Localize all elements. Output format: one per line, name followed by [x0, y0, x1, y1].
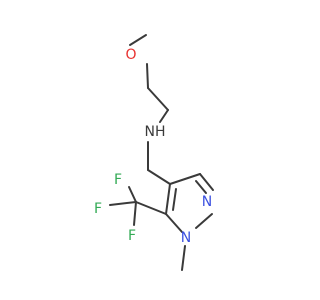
bond-n2-n1: [195, 213, 213, 229]
ring-n1-atom: N: [181, 230, 191, 246]
bond-c3-n2-double: [195, 180, 207, 194]
bond-c-f-top: [128, 186, 137, 203]
bond-n1-methyl: [181, 245, 186, 271]
molecule-diagram: O NH N N F F F: [94, 34, 214, 271]
structure-svg: O NH N N F F F: [94, 34, 214, 271]
bond-ch2-ch2: [147, 87, 169, 111]
bond-c3-n2: [199, 173, 214, 191]
bond-c5-c4-double: [172, 188, 177, 211]
ring-n2-atom: N: [202, 194, 212, 210]
bond-c5-cf3: [135, 201, 167, 215]
bond-ch2-nh: [159, 109, 169, 123]
bond-c4-c3: [169, 173, 201, 185]
bond-n1-c5: [165, 213, 183, 233]
bond-o-ch2: [146, 63, 149, 89]
bond-c5-c4: [165, 183, 171, 215]
amine-nh-atom: NH: [145, 124, 166, 140]
fluorine-top-atom: F: [114, 172, 122, 188]
fluorine-bottom-atom: F: [128, 228, 136, 244]
bond-ch2-ring: [147, 169, 171, 185]
bond-c-f-bottom: [133, 201, 137, 226]
bond-c-f-left: [109, 201, 137, 206]
fluorine-left-atom: F: [94, 201, 102, 217]
oxygen-atom: O: [125, 47, 136, 63]
bond-methyl-o: [129, 34, 147, 46]
